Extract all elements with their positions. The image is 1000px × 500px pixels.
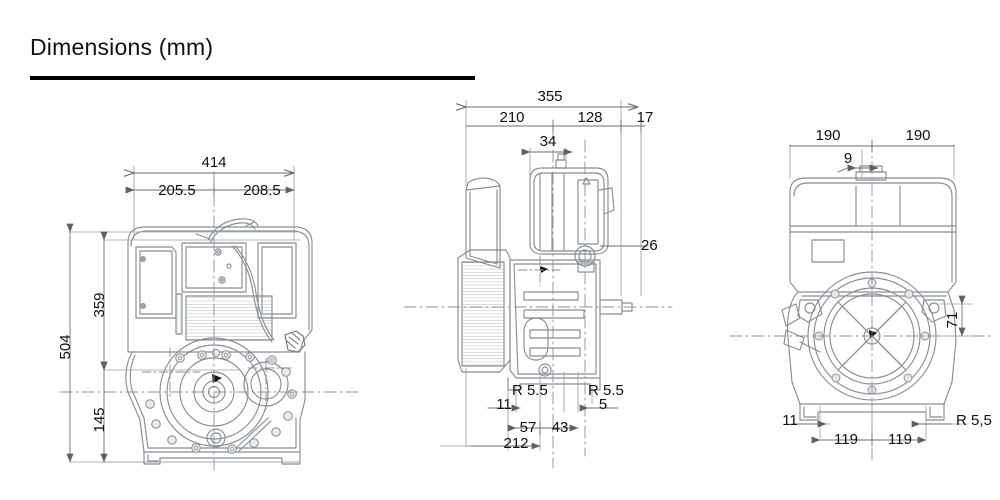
rear-view-dimensions: 190 190 9 71 11 R 5,5 119 119 (782, 127, 992, 448)
dim-side-radius-right: R 5.5 (588, 382, 624, 399)
dim-front-upper-height: 359 (91, 292, 108, 317)
dim-side-overall-length: 355 (537, 88, 562, 105)
dim-front-overall-height: 504 (57, 334, 74, 359)
side-view-drawing (457, 153, 633, 391)
dim-rear-half-left: 190 (815, 127, 840, 144)
dim-rear-shaft-height: 71 (944, 312, 961, 329)
page-title: Dimensions (mm) (30, 34, 214, 60)
dim-side-right-offset: 26 (641, 237, 658, 254)
title-divider (30, 76, 475, 80)
dim-side-bolt-right: 43 (552, 419, 569, 436)
dim-rear-half-right: 190 (905, 127, 930, 144)
dim-rear-radius: R 5,5 (956, 412, 992, 429)
dim-front-right-split: 208.5 (243, 182, 281, 199)
dim-rear-base-left: 119 (834, 431, 858, 448)
dim-front-left-split: 205.5 (158, 182, 196, 199)
rear-view-drawing (781, 165, 957, 421)
dim-side-segment-1: 210 (499, 109, 524, 126)
dim-front-overall-width: 414 (201, 154, 226, 171)
dim-side-base-length: 212 (503, 435, 528, 452)
dim-rear-center-offset: 9 (844, 150, 852, 167)
dim-side-bolt-left: 57 (520, 419, 537, 436)
dim-side-foot-right: 5 (599, 396, 607, 413)
dim-side-top-small: 34 (540, 133, 557, 150)
front-view-dimensions: 414 205.5 208.5 504 359 145 (57, 154, 301, 463)
dim-rear-foot-left: 11 (782, 412, 798, 429)
dim-side-segment-2: 128 (577, 109, 602, 126)
dim-side-foot-left: 11 (496, 396, 512, 413)
front-view-centerline (59, 171, 361, 471)
dim-side-radius-left: R 5.5 (512, 382, 548, 399)
side-view-centerline (403, 127, 673, 469)
dim-rear-base-right: 119 (888, 431, 912, 448)
dim-front-lower-height: 145 (91, 407, 108, 432)
side-view-dimensions: 355 210 128 17 34 26 R 5.5 R 5.5 11 5 (439, 88, 658, 452)
front-view-drawing (125, 218, 313, 465)
dim-side-segment-3: 17 (637, 109, 654, 126)
